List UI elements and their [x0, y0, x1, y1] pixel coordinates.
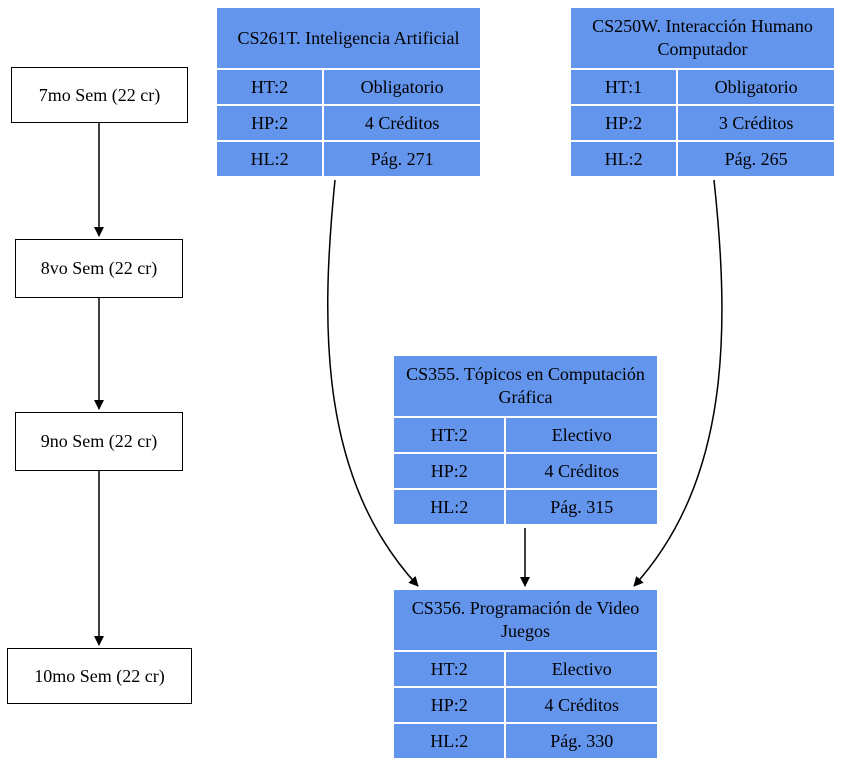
- course-hl: HL:2: [394, 722, 507, 758]
- course-credits: 4 Créditos: [505, 452, 657, 489]
- course-title: CS355. Tópicos en Computación Gráfica: [394, 356, 657, 416]
- course-node-cs356: CS356. Programación de Video Juegos HT:2…: [394, 590, 657, 758]
- course-type: Obligatorio: [677, 68, 834, 105]
- course-credits: 3 Créditos: [677, 104, 834, 141]
- course-ht: HT:2: [217, 68, 325, 105]
- course-type: Electivo: [505, 650, 657, 687]
- course-node-cs250w: CS250W. Interacción Humano Computador HT…: [571, 8, 834, 176]
- course-hl: HL:2: [217, 140, 325, 176]
- course-ht: HT:2: [394, 650, 507, 687]
- course-ht: HT:1: [571, 68, 679, 105]
- semester-node-9: 9no Sem (22 cr): [15, 412, 183, 471]
- course-ht: HT:2: [394, 416, 507, 453]
- course-hl: HL:2: [571, 140, 679, 176]
- course-title: CS250W. Interacción Humano Computador: [571, 8, 834, 68]
- course-hp: HP:2: [571, 104, 679, 141]
- course-page: Pág. 330: [505, 722, 657, 758]
- course-type: Electivo: [505, 416, 657, 453]
- semester-node-8: 8vo Sem (22 cr): [15, 239, 183, 298]
- course-page: Pág. 315: [505, 488, 657, 524]
- course-hl: HL:2: [394, 488, 507, 524]
- course-hp: HP:2: [394, 452, 507, 489]
- edge-cs250w-cs356: [633, 179, 723, 587]
- edge-cs261t-cs356: [327, 179, 419, 587]
- course-type: Obligatorio: [323, 68, 480, 105]
- course-title: CS356. Programación de Video Juegos: [394, 590, 657, 650]
- course-page: Pág. 271: [323, 140, 480, 176]
- semester-node-7: 7mo Sem (22 cr): [11, 67, 188, 123]
- course-node-cs355: CS355. Tópicos en Computación Gráfica HT…: [394, 356, 657, 524]
- course-credits: 4 Créditos: [323, 104, 480, 141]
- semester-node-10: 10mo Sem (22 cr): [7, 648, 192, 704]
- course-page: Pág. 265: [677, 140, 834, 176]
- course-hp: HP:2: [217, 104, 325, 141]
- course-credits: 4 Créditos: [505, 686, 657, 723]
- course-title: CS261T. Inteligencia Artificial: [217, 8, 480, 68]
- course-hp: HP:2: [394, 686, 507, 723]
